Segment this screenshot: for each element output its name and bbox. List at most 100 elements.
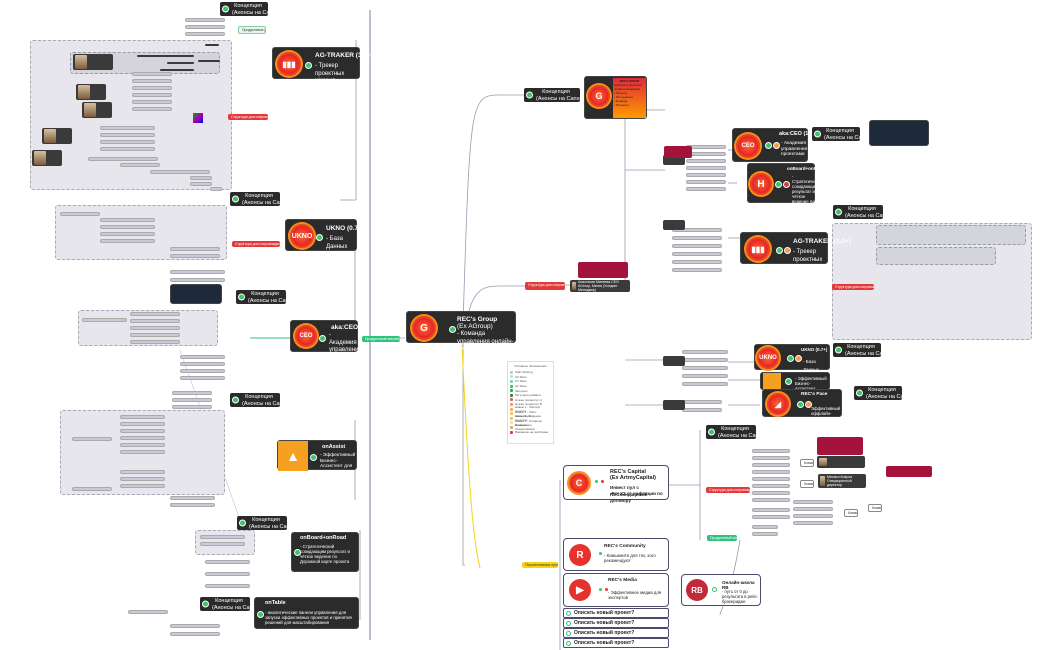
product-onassist-right[interactable]: - Эффективный Бизнес-Ассистент [760, 372, 830, 391]
feature-pill[interactable] [82, 318, 127, 322]
feature-pill[interactable] [170, 496, 215, 500]
feature-pill[interactable] [132, 79, 172, 83]
team-tag[interactable]: Команда [800, 480, 814, 488]
product-aka-ceo-left[interactable]: CEO aka:CEO - Академия управления проект… [290, 320, 362, 361]
feature-pill[interactable] [752, 456, 790, 460]
feature-pill[interactable] [752, 508, 790, 512]
capital-product-upgrade[interactable]: Продуктовый апгрейд [707, 535, 737, 541]
feature-pill[interactable] [172, 391, 212, 395]
feature-pill[interactable] [752, 515, 790, 519]
feature-pill[interactable] [686, 180, 726, 184]
product-ontable-left[interactable]: onTable - аналитические панели управлени… [254, 597, 359, 629]
feature-pill[interactable] [686, 166, 726, 170]
feature-pill[interactable] [120, 443, 165, 447]
feature-pill[interactable] [100, 133, 155, 137]
capital-structure-tag[interactable]: Структура для сопровождения и команды (О… [706, 487, 750, 493]
feature-pill[interactable] [170, 247, 220, 251]
feature-pill[interactable] [682, 374, 728, 378]
feature-pill[interactable] [672, 228, 722, 232]
concept-onassist[interactable]: Концепция (Анонсы на Canva) [230, 393, 290, 407]
feature-pill[interactable] [793, 500, 833, 504]
person-capital-1[interactable] [817, 456, 865, 468]
feature-pill[interactable] [205, 44, 219, 46]
feature-pill[interactable] [120, 484, 165, 488]
feature-pill[interactable] [686, 159, 726, 163]
project-rb-school[interactable]: RB Онлайн-школа RB - путь от 0 до резуль… [681, 574, 761, 606]
feature-pill[interactable] [130, 326, 180, 330]
feature-pill[interactable] [198, 60, 220, 62]
team-tag[interactable]: Команда [868, 504, 882, 512]
feature-pill[interactable] [130, 340, 180, 344]
feature-pill[interactable] [137, 55, 194, 57]
root-node-recs-group[interactable]: G REC's Group (Ex AGroup) - Команда упра… [406, 311, 516, 352]
project-recs-media[interactable]: ▶ REC's Media - Эффективное медиа для эк… [563, 573, 669, 607]
product-ag-tracker-left[interactable]: ▮▮▮ AG-TRAKER (3.0+) - Трекер проектных … [272, 47, 373, 84]
ag-tracker-structure-tag[interactable]: Структура для сопровождения и команды (О… [228, 114, 268, 120]
feature-pill[interactable] [686, 187, 726, 191]
concept-onboard[interactable]: Концепция (Анонсы на Canva) [237, 516, 297, 530]
feature-pill[interactable] [100, 218, 155, 222]
feature-pill[interactable] [180, 355, 225, 359]
feature-pill[interactable] [686, 173, 726, 177]
feature-pill[interactable] [682, 382, 728, 386]
product-onboard-right[interactable]: H onBoard+onRoad (1.0+) - Стратегический… [747, 163, 838, 219]
feature-pill[interactable] [132, 72, 172, 76]
concept-aka-ceo-right[interactable]: Концепция (Анонсы на Canva) [812, 127, 872, 141]
feature-pill[interactable] [72, 437, 112, 441]
feature-pill[interactable] [793, 507, 833, 511]
feature-pill[interactable] [210, 187, 222, 191]
feature-pill[interactable] [160, 69, 194, 71]
feature-pill[interactable] [205, 560, 250, 564]
concept-ontable[interactable]: Концепция (Анонсы на Canva) [200, 597, 260, 611]
branch-future-projects[interactable]: Перспективные проекты [522, 562, 558, 568]
concept-ag-tracker-right[interactable]: Концепция (Анонсы на Canva) [833, 205, 893, 219]
feature-pill[interactable] [120, 163, 160, 167]
feature-pill[interactable] [130, 333, 180, 337]
feature-pill[interactable] [682, 350, 728, 354]
feature-pill[interactable] [128, 610, 168, 614]
feature-pill[interactable] [752, 498, 790, 502]
feature-pill[interactable] [172, 405, 212, 409]
concept-ukno[interactable]: Концепция (Анонсы на Canva) [230, 192, 290, 206]
feature-pill[interactable] [190, 176, 212, 180]
feature-pill[interactable] [752, 449, 790, 453]
person-mikhail[interactable]: Михаил Ковров Операционный директор [818, 474, 866, 488]
feature-pill[interactable] [120, 477, 165, 481]
feature-pill[interactable] [120, 429, 165, 433]
person-member-1[interactable] [76, 84, 106, 100]
concept-aka-ceo[interactable]: Концепция (Анонсы на Canva) [236, 290, 296, 304]
feature-pill[interactable] [172, 398, 212, 402]
section-node[interactable] [663, 155, 685, 165]
concept-ag-tracker[interactable]: Концепция (Анонсы на Canva) [220, 2, 280, 16]
feature-pill[interactable] [170, 270, 225, 274]
concept-ukno-right[interactable]: Концепция (Анонсы на Canva) [833, 343, 893, 357]
person-anastasia-card[interactable]: Анастасия Михеева CEO AGroup, Минск (Хол… [570, 280, 630, 292]
team-tag[interactable]: Команда [800, 459, 814, 467]
feature-pill[interactable] [682, 358, 728, 362]
branch-product-upgrade[interactable]: Продуктовый апгрейд [362, 336, 400, 342]
section-node[interactable] [663, 400, 685, 410]
product-onboard-left[interactable]: onBoard+onRoad - Стратегический созидающ… [291, 532, 359, 572]
feature-pill[interactable] [100, 232, 155, 236]
new-project-3[interactable]: Описать новый проект? [563, 628, 669, 638]
feature-pill[interactable] [167, 62, 194, 64]
person-member-2[interactable] [82, 102, 112, 118]
project-recs-capital[interactable]: C REC's Capital (Ex ArtmyCapital) Инвест… [563, 465, 669, 503]
feature-pill[interactable] [120, 415, 165, 419]
product-ukno-right[interactable]: UKNO UKNO (0.7+) - База Данных [754, 344, 830, 372]
feature-pill[interactable] [752, 463, 790, 467]
feature-pill[interactable] [130, 319, 180, 323]
feature-pill[interactable] [752, 484, 790, 488]
feature-pill[interactable] [752, 532, 778, 536]
branch-team-structure[interactable]: Структура для сопровождения в команде (О… [525, 282, 565, 290]
feature-pill[interactable] [120, 470, 165, 474]
feature-pill[interactable] [120, 450, 165, 454]
ukno-structure-tag[interactable]: Структура для сопровождения и команды (О… [232, 241, 280, 247]
feature-pill[interactable] [686, 145, 726, 149]
feature-pill[interactable] [200, 535, 245, 539]
feature-pill[interactable] [672, 244, 722, 248]
feature-pill[interactable] [752, 470, 790, 474]
feature-pill[interactable] [100, 147, 155, 151]
feature-pill[interactable] [185, 25, 225, 29]
